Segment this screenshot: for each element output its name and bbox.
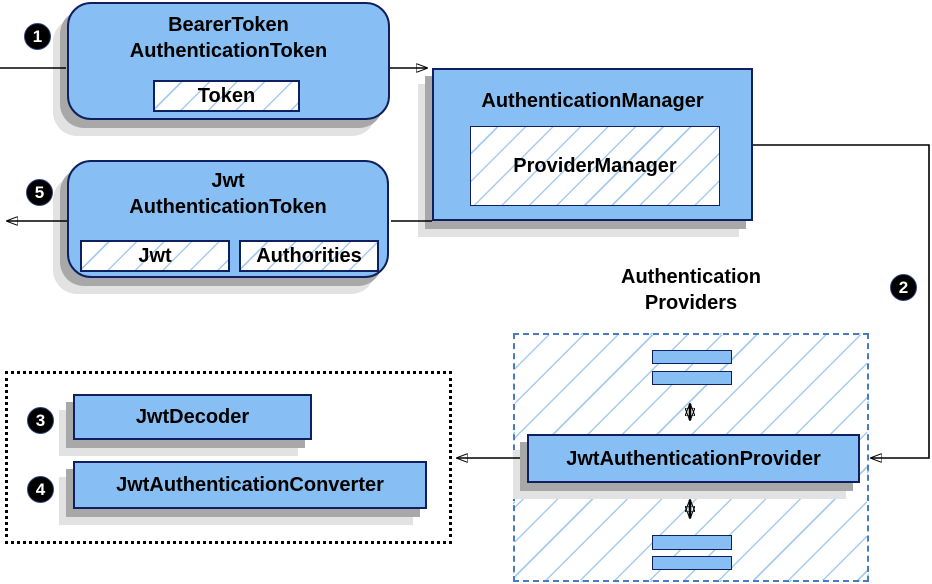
step-5-badge: 5 (26, 179, 53, 206)
jwt-authentication-provider-title: JwtAuthenticationProvider (566, 447, 821, 470)
provider-manager-field-label: ProviderManager (513, 154, 677, 177)
step-1-badge: 1 (24, 23, 51, 50)
bearer-token-title-line1: BearerToken (168, 14, 289, 36)
authentication-providers-label: Authentication Providers (513, 264, 869, 316)
provider-slot-bar (652, 556, 732, 570)
jwt-field-label: Jwt (138, 244, 172, 267)
jwt-authentication-converter-title: JwtAuthenticationConverter (116, 474, 384, 496)
jwt-authentication-provider-node: JwtAuthenticationProvider (527, 434, 860, 483)
jwt-authentication-converter-node: JwtAuthenticationConverter (73, 461, 427, 509)
step-2-badge: 2 (890, 274, 917, 301)
jwt-decoder-title: JwtDecoder (135, 406, 250, 428)
provider-manager-field: ProviderManager (470, 126, 720, 206)
bearer-token-title-line2: AuthenticationToken (129, 40, 328, 62)
step-3-badge: 3 (27, 407, 54, 434)
step-4-badge: 4 (27, 476, 54, 503)
bearer-token-authentication-token-node: BearerToken AuthenticationToken Token (67, 2, 390, 120)
token-field-label: Token (197, 84, 256, 107)
authentication-manager-title: AuthenticationManager (481, 90, 704, 112)
authentication-providers-label-line1: Authentication (621, 266, 761, 288)
authentication-manager-node: AuthenticationManager ProviderManager (432, 68, 753, 221)
step-1-number: 1 (32, 27, 43, 46)
step-3-number: 3 (35, 411, 46, 430)
jwt-decoder-node: JwtDecoder (73, 394, 312, 440)
authorities-field-label: Authorities (256, 244, 362, 267)
step-2-number: 2 (898, 278, 909, 297)
token-field: Token (153, 80, 300, 112)
step-5-number: 5 (34, 183, 45, 202)
authentication-providers-label-line2: Providers (644, 292, 738, 314)
provider-slot-bar (652, 535, 732, 550)
authorities-field: Authorities (239, 240, 379, 272)
jwt-token-title-line1: Jwt (211, 170, 245, 192)
provider-slot-bar (652, 350, 732, 364)
jwt-field: Jwt (80, 240, 230, 272)
provider-slot-bar (652, 371, 732, 385)
jwt-authentication-token-node: Jwt AuthenticationToken Jwt Authorities (67, 160, 389, 278)
jwt-token-title-line2: AuthenticationToken (129, 196, 327, 218)
step-4-number: 4 (35, 480, 46, 499)
